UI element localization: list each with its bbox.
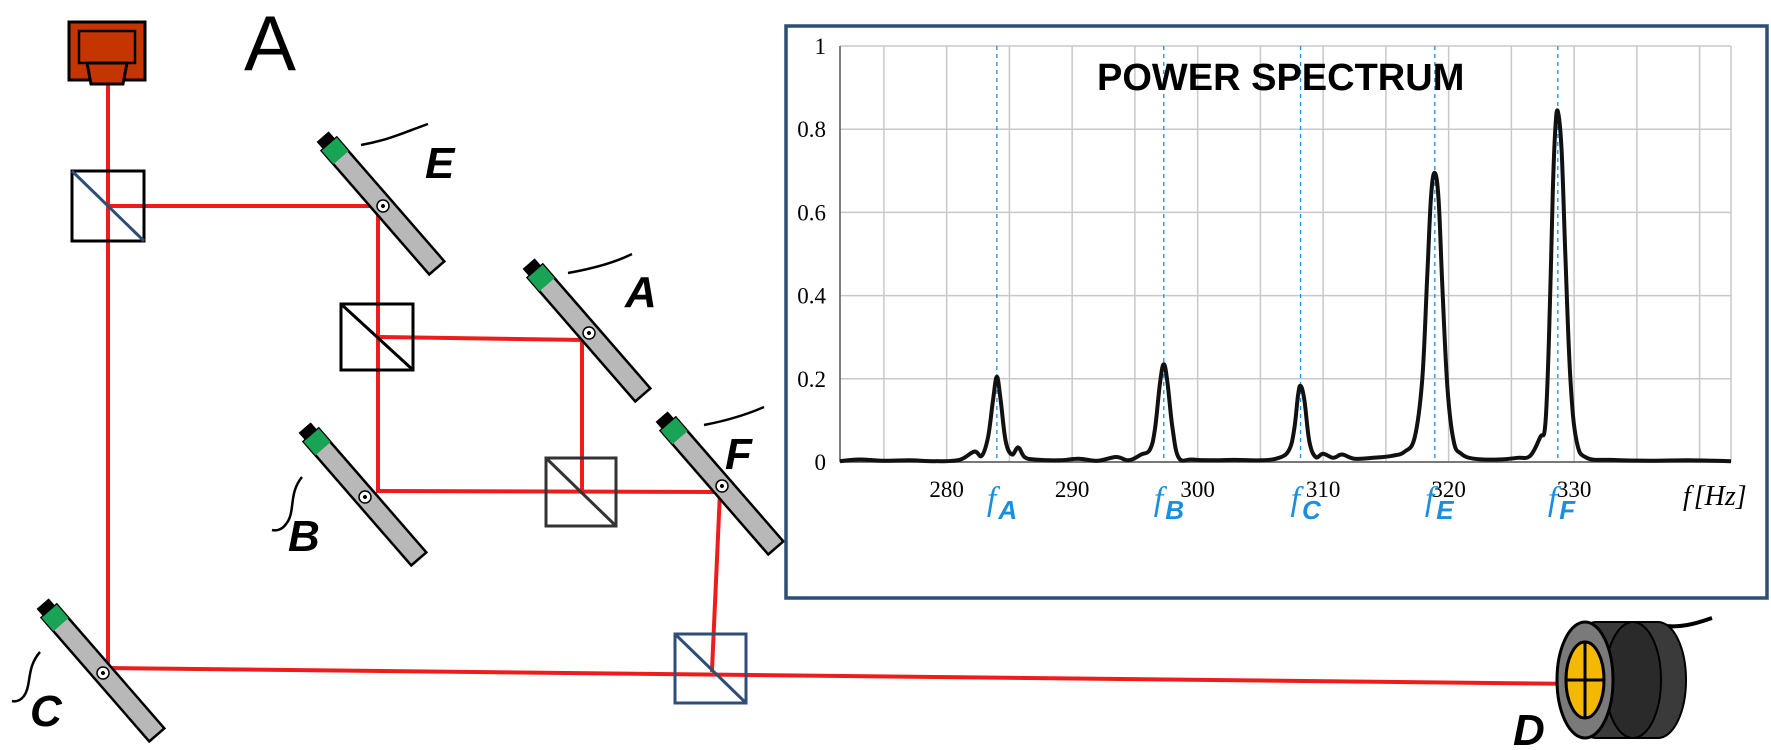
y-tick-label: 0.2 bbox=[797, 367, 826, 392]
detector-label: D bbox=[1513, 706, 1545, 750]
peak-freq-subscript: B bbox=[1165, 495, 1184, 525]
beam-mirror-f-down bbox=[709, 489, 723, 673]
peak-frequency-label: fE bbox=[1425, 481, 1454, 525]
beam-splitter-3 bbox=[544, 456, 618, 528]
peak-freq-subscript: F bbox=[1559, 495, 1576, 525]
mirror-label-c: C bbox=[30, 687, 63, 736]
beam-splitter-4 bbox=[673, 632, 748, 705]
peak-freq-subscript: A bbox=[997, 495, 1017, 525]
y-tick-label: 0.8 bbox=[797, 117, 826, 142]
x-tick-labels: 280 290 300 310 320 330 bbox=[929, 477, 1591, 502]
mirror-a-cable bbox=[567, 252, 633, 275]
mirror-label-e: E bbox=[425, 139, 456, 188]
chart-frame bbox=[784, 24, 1769, 600]
mirror-f bbox=[655, 411, 786, 557]
mirror-c-cable bbox=[11, 651, 41, 703]
chart-title: POWER SPECTRUM bbox=[1097, 57, 1464, 99]
beam-splitter-1 bbox=[70, 169, 146, 243]
x-tick-label: 280 bbox=[929, 477, 964, 502]
mirror-label-a: A bbox=[624, 268, 657, 317]
x-tick-label: 330 bbox=[1557, 477, 1592, 502]
x-axis-label: f[Hz] bbox=[1683, 481, 1747, 512]
chart-axes bbox=[839, 46, 1731, 463]
photodetector bbox=[1555, 616, 1713, 740]
power-spectrum-chart: POWER SPECTRUM 0 0.2 0.4 0.6 0.8 1 280 290 300 3… bbox=[784, 24, 1769, 600]
y-tick-label: 0 bbox=[815, 450, 827, 475]
mirror-e bbox=[316, 131, 447, 277]
mirror-b bbox=[298, 422, 429, 568]
beam-mirror-c-to-detector bbox=[105, 665, 1588, 687]
y-tick-labels: 0 0.2 0.4 0.6 0.8 1 bbox=[797, 34, 826, 475]
beam-splitter-2 bbox=[339, 302, 415, 372]
spectrum-series-line bbox=[839, 108, 1732, 464]
laser-source bbox=[67, 20, 147, 86]
figure-label: A bbox=[244, 0, 296, 87]
mirror-label-f: F bbox=[725, 430, 753, 479]
x-axis-unit: [Hz] bbox=[1694, 481, 1747, 512]
x-tick-label: 300 bbox=[1180, 477, 1215, 502]
mirror-c bbox=[36, 598, 167, 744]
y-tick-label: 1 bbox=[815, 34, 827, 59]
y-tick-label: 0.6 bbox=[797, 200, 826, 225]
beam-bs2-to-mirror-a bbox=[375, 334, 585, 343]
mirror-f-cable bbox=[703, 405, 765, 427]
x-tick-label: 290 bbox=[1055, 477, 1090, 502]
peak-freq-subscript: E bbox=[1436, 495, 1454, 525]
mirror-e-cable bbox=[360, 122, 429, 147]
x-axis-variable: f bbox=[1683, 481, 1694, 512]
mirror-label-b: B bbox=[288, 512, 320, 561]
x-tick-label: 320 bbox=[1431, 477, 1466, 502]
beam-mirror-b-to-mirror-f bbox=[375, 488, 723, 495]
laser-beam-paths bbox=[105, 84, 1588, 687]
y-tick-label: 0.4 bbox=[797, 284, 826, 309]
mirror-b-cable bbox=[271, 476, 303, 532]
peak-freq-subscript: C bbox=[1302, 495, 1322, 525]
x-tick-label: 310 bbox=[1306, 477, 1341, 502]
mirror-labels: E A B F C bbox=[30, 139, 753, 736]
peak-markers bbox=[996, 46, 1559, 462]
mirror-a bbox=[522, 258, 653, 404]
